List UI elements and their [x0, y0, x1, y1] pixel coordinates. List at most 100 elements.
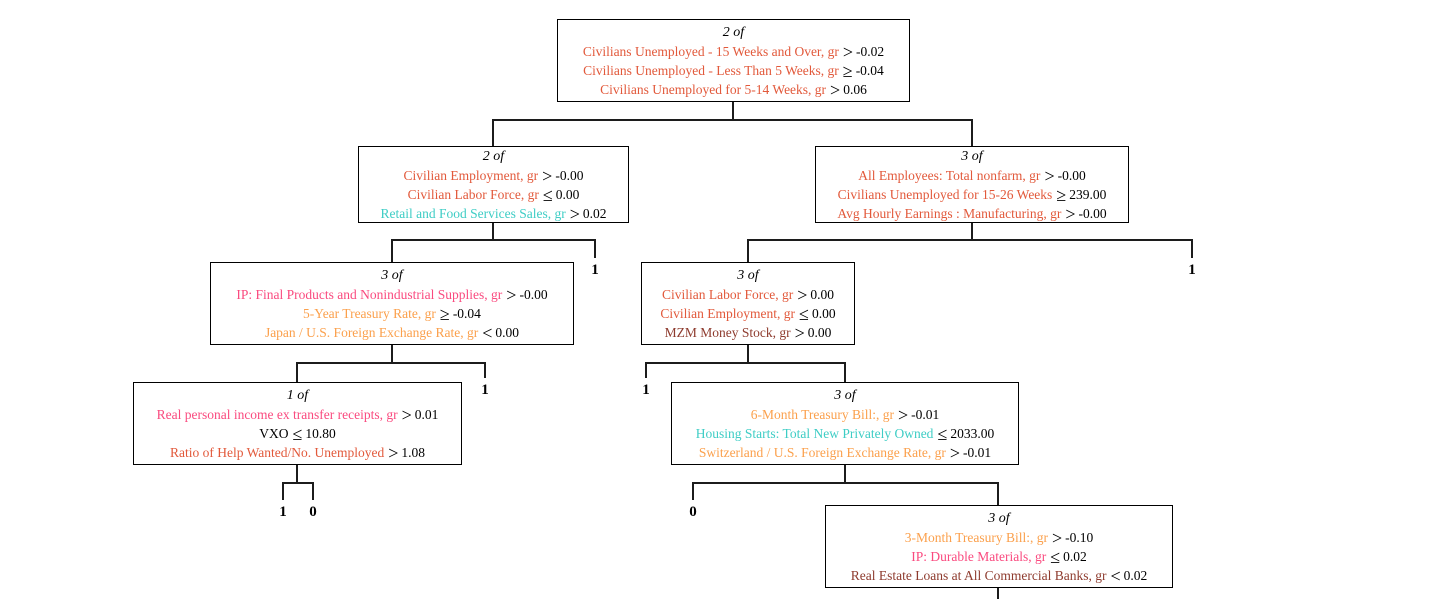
- condition-operator: ≥: [439, 304, 450, 324]
- tree-edge: [282, 482, 314, 484]
- tree-node-ip-final-products: 3 of IP: Final Products and Nonindustria…: [210, 262, 574, 345]
- tree-node-labor-force-mzm: 3 of Civilian Labor Force, gr>0.00 Civil…: [641, 262, 855, 345]
- tree-edge: [492, 119, 973, 121]
- condition-operator: >: [506, 285, 517, 305]
- condition-value: -0.00: [1057, 167, 1086, 183]
- condition-line: Civilians Unemployed for 5-14 Weeks, gr>…: [600, 80, 867, 99]
- condition-operator: ≤: [937, 424, 948, 444]
- node-title: 3 of: [834, 387, 856, 403]
- condition-line: Civilian Employment, gr>-0.00: [404, 166, 584, 185]
- tree-edge: [594, 239, 596, 258]
- condition-name: IP: Final Products and Nonindustrial Sup…: [236, 286, 503, 302]
- condition-value: 0.00: [810, 286, 834, 302]
- condition-operator: >: [830, 80, 841, 100]
- condition-name: Civilian Labor Force, gr: [662, 286, 794, 302]
- tree-edge: [692, 482, 694, 500]
- tree-edge: [747, 239, 1193, 241]
- condition-operator: ≤: [292, 424, 303, 444]
- condition-value: 0.01: [414, 406, 439, 422]
- condition-line: Real Estate Loans at All Commercial Bank…: [851, 566, 1147, 585]
- tree-edge: [997, 588, 999, 599]
- tree-edge: [1191, 239, 1193, 258]
- node-title: 2 of: [482, 148, 505, 164]
- condition-operator: ≥: [842, 61, 853, 81]
- condition-line: IP: Durable Materials, gr≤0.02: [911, 547, 1086, 566]
- condition-operator: >: [949, 443, 961, 463]
- tree-edge: [391, 239, 596, 241]
- condition-name: 5-Year Treasury Rate, gr: [303, 305, 436, 321]
- tree-node-personal-income-vxo: 1 of Real personal income ex transfer re…: [133, 382, 462, 465]
- condition-line: VXO≤10.80: [259, 424, 336, 443]
- leaf-label: 1: [642, 382, 650, 398]
- condition-line: Civilian Labor Force, gr≤0.00: [408, 185, 580, 204]
- leaf-label: 0: [309, 504, 317, 520]
- condition-value: -0.10: [1065, 529, 1094, 545]
- condition-value: 0.06: [843, 81, 867, 97]
- condition-name: Housing Starts: Total New Privately Owne…: [695, 425, 934, 441]
- condition-operator: >: [897, 405, 909, 425]
- tree-node-right-nonfarm: 3 of All Employees: Total nonfarm, gr>-0…: [815, 146, 1129, 223]
- tree-edge: [492, 222, 494, 240]
- condition-name: Civilian Employment, gr: [660, 305, 796, 321]
- condition-value: -0.01: [963, 444, 992, 460]
- tree-node-treasury-durable: 3 of 3-Month Treasury Bill:, gr>-0.10 IP…: [825, 505, 1173, 588]
- leaf-label: 1: [481, 382, 489, 398]
- tree-edge: [645, 362, 647, 378]
- condition-value: 0.00: [811, 305, 836, 321]
- condition-value: -0.04: [452, 305, 481, 321]
- node-title: 2 of: [722, 24, 745, 40]
- condition-operator: >: [569, 204, 580, 224]
- condition-name: Civilian Employment, gr: [403, 167, 539, 183]
- condition-line: Avg Hourly Earnings : Manufacturing, gr>…: [837, 204, 1106, 223]
- condition-operator: ≤: [1050, 547, 1061, 567]
- node-title: 3 of: [988, 510, 1010, 526]
- condition-value: 0.02: [1123, 567, 1148, 583]
- condition-name: Real Estate Loans at All Commercial Bank…: [850, 567, 1107, 583]
- condition-name: All Employees: Total nonfarm, gr: [858, 167, 1041, 183]
- node-title: 3 of: [961, 148, 983, 164]
- tree-edge: [732, 101, 734, 120]
- tree-edge: [747, 239, 749, 262]
- condition-line: Civilians Unemployed - Less Than 5 Weeks…: [583, 61, 884, 80]
- condition-value: -0.01: [911, 406, 940, 422]
- tree-node-treasury-housing: 3 of 6-Month Treasury Bill:, gr>-0.01 Ho…: [671, 382, 1019, 465]
- condition-name: Switzerland / U.S. Foreign Exchange Rate…: [698, 444, 946, 460]
- condition-name: VXO: [259, 425, 289, 441]
- condition-name: Retail and Food Services Sales, gr: [380, 205, 566, 221]
- condition-name: Civilians Unemployed - Less Than 5 Weeks…: [583, 62, 839, 78]
- condition-line: Civilians Unemployed - 15 Weeks and Over…: [583, 42, 884, 61]
- condition-name: Civilian Labor Force, gr: [407, 186, 539, 202]
- condition-name: IP: Durable Materials, gr: [911, 548, 1047, 564]
- tree-edge: [844, 465, 846, 483]
- condition-line: Japan / U.S. Foreign Exchange Rate, gr<0…: [265, 323, 519, 342]
- tree-edge: [282, 482, 284, 500]
- condition-line: 6-Month Treasury Bill:, gr>-0.01: [751, 405, 940, 424]
- condition-value: 0.00: [555, 186, 580, 202]
- leaf-label: 1: [591, 262, 599, 278]
- tree-edge: [997, 482, 999, 505]
- tree-edge: [492, 119, 494, 146]
- condition-value: 0.02: [1063, 548, 1087, 564]
- leaf-label: 0: [689, 504, 697, 520]
- condition-line: MZM Money Stock, gr>0.00: [665, 323, 832, 342]
- condition-line: Civilian Employment, gr≤0.00: [660, 304, 835, 323]
- tree-edge: [692, 482, 999, 484]
- condition-operator: >: [794, 323, 805, 343]
- tree-edge: [296, 465, 298, 483]
- tree-edge: [844, 362, 846, 382]
- node-title: 1 of: [286, 387, 309, 403]
- condition-value: -0.00: [555, 167, 584, 183]
- condition-operator: >: [401, 405, 412, 425]
- tree-node-root: 2 of Civilians Unemployed - 15 Weeks and…: [557, 19, 910, 102]
- condition-line: Civilian Labor Force, gr>0.00: [662, 285, 834, 304]
- condition-operator: >: [842, 42, 854, 62]
- condition-line: Housing Starts: Total New Privately Owne…: [696, 424, 994, 443]
- condition-operator: >: [388, 443, 399, 463]
- condition-operator: <: [482, 323, 493, 343]
- condition-value: -0.00: [519, 286, 548, 302]
- condition-operator: >: [797, 285, 808, 305]
- tree-edge: [296, 362, 298, 382]
- condition-operator: >: [542, 166, 553, 186]
- condition-value: 239.00: [1069, 186, 1107, 202]
